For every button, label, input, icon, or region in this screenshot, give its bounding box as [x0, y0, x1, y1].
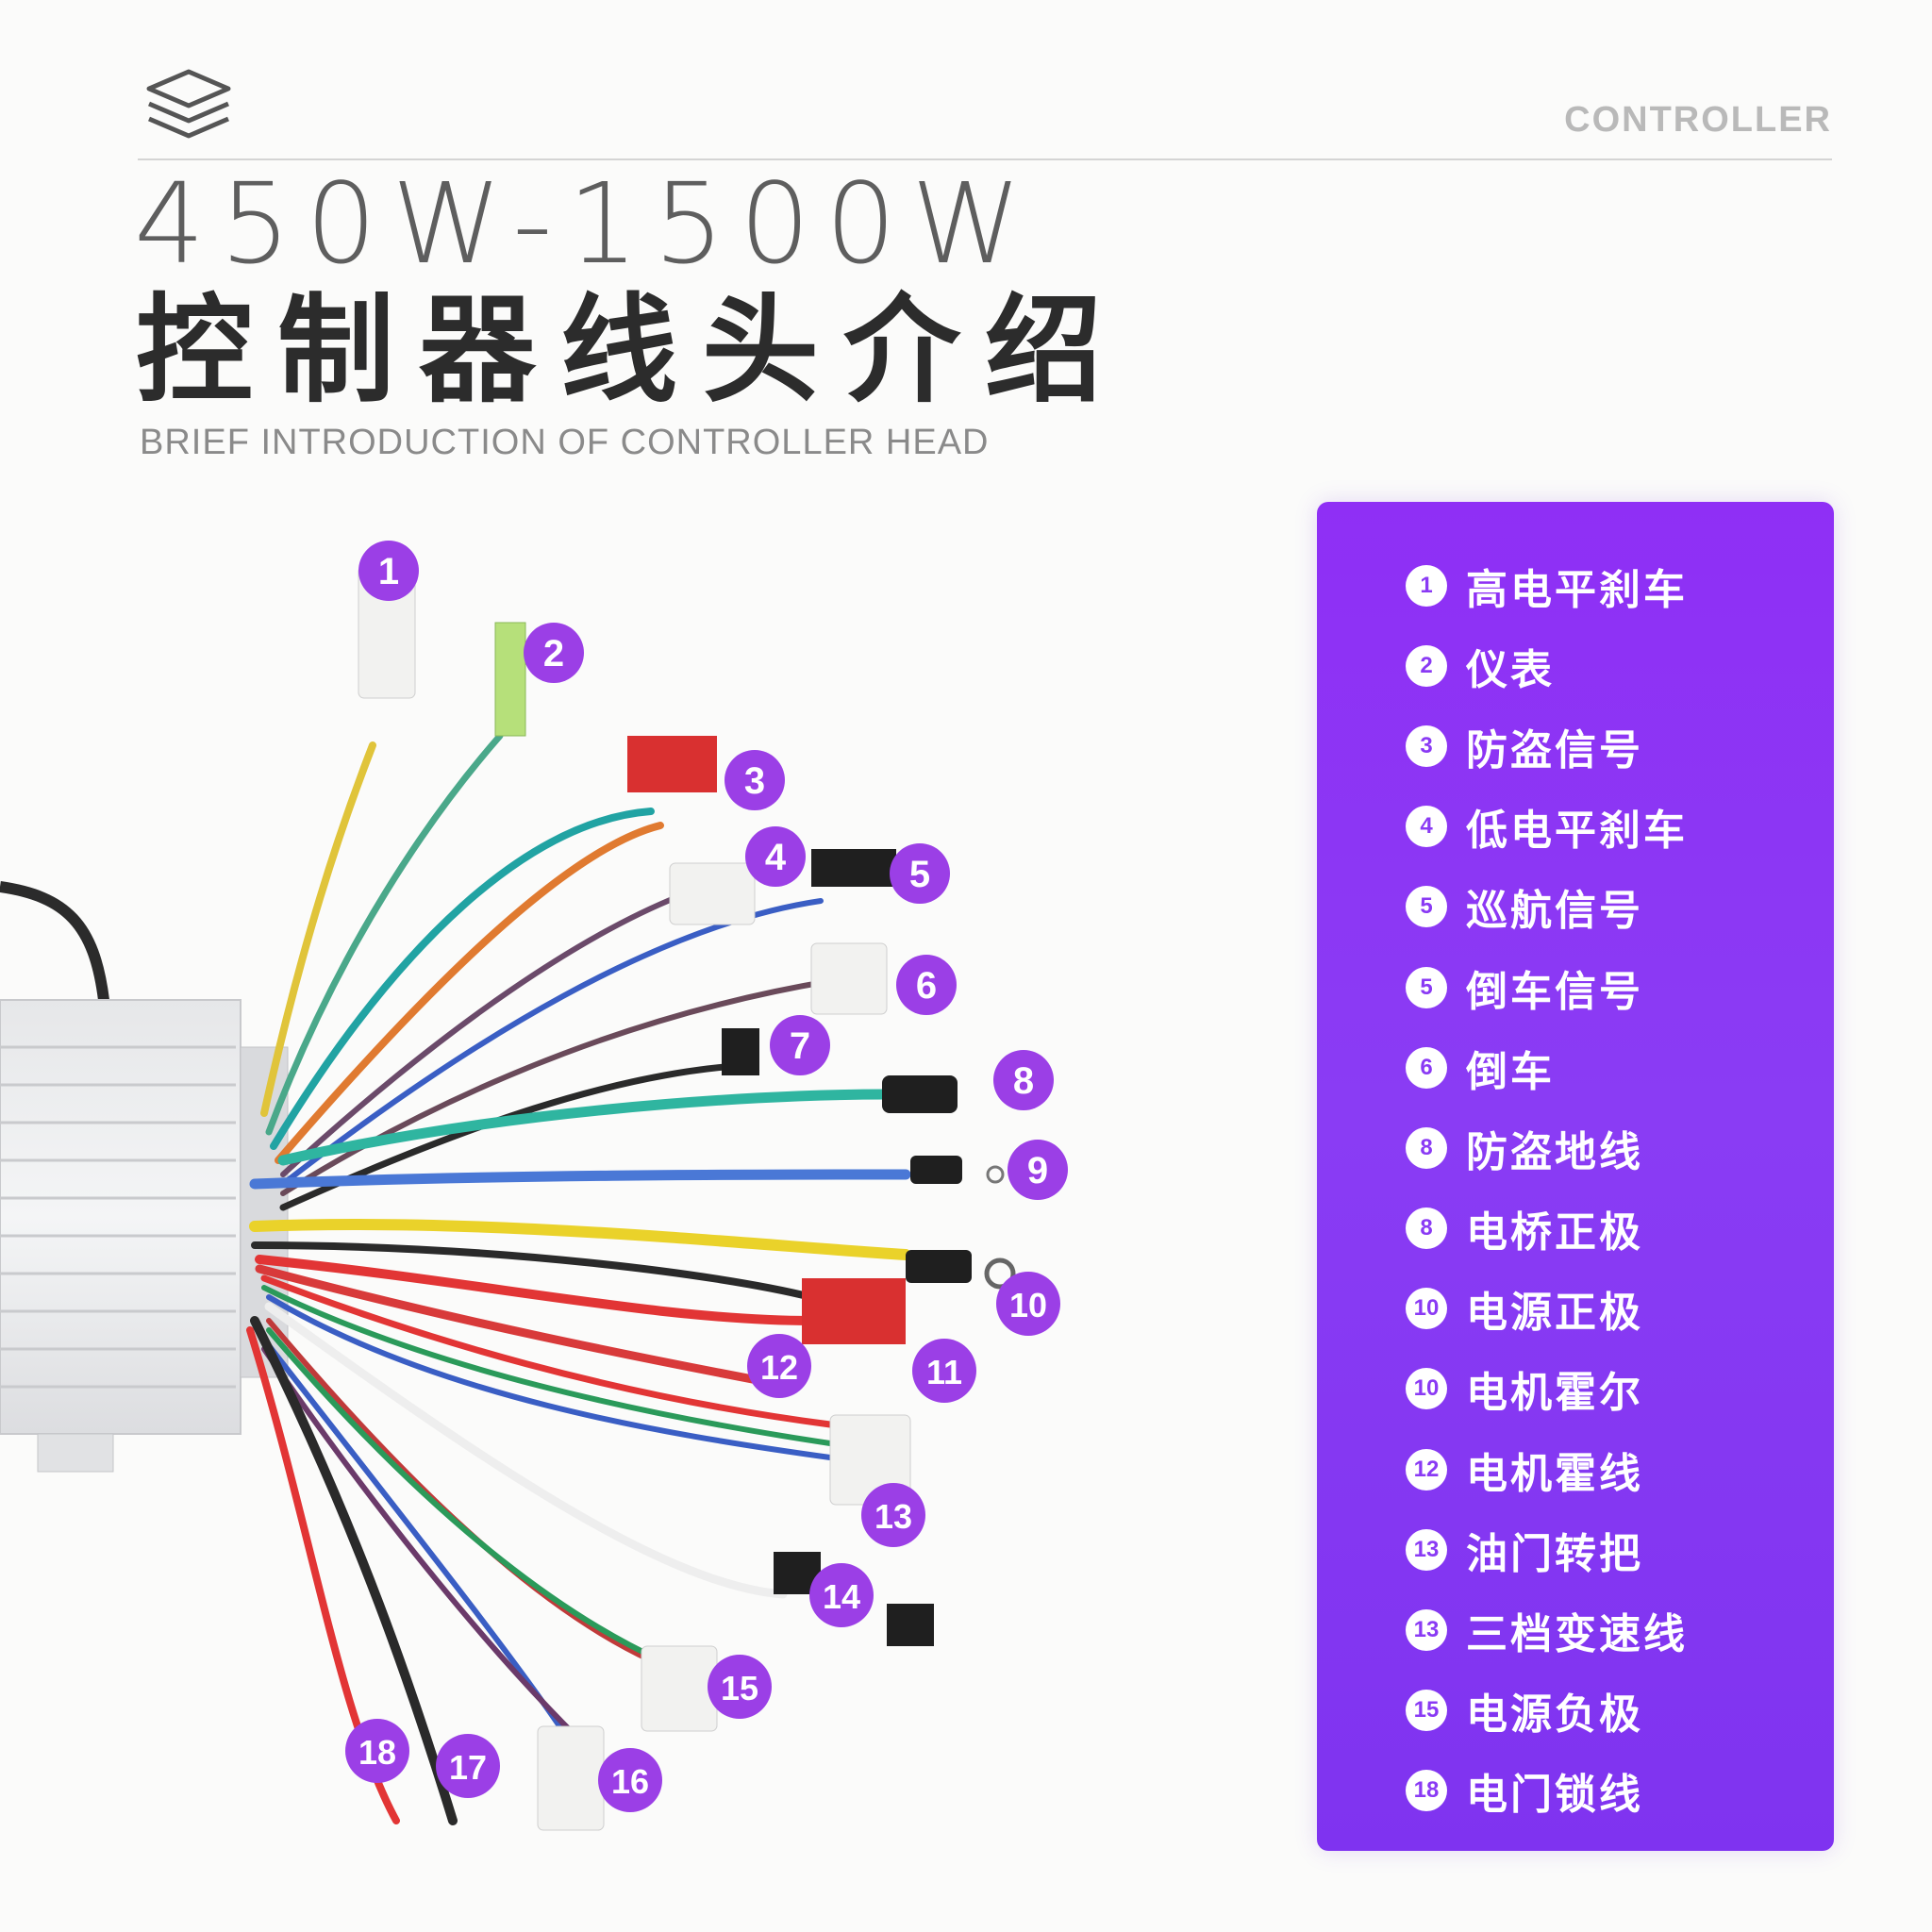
legend-item: 10 电机霍尔 — [1406, 1349, 1688, 1429]
controller-box — [0, 999, 289, 1473]
svg-text:8: 8 — [1013, 1060, 1034, 1102]
legend-item: 12 电机霍线 — [1406, 1429, 1688, 1509]
callout-10: 10 — [996, 1272, 1060, 1336]
legend-number: 15 — [1406, 1690, 1447, 1732]
legend-label: 低电平刹车 — [1466, 807, 1688, 856]
legend-number: 13 — [1406, 1609, 1447, 1652]
connectors — [358, 565, 1016, 1831]
callout-1: 1 — [358, 541, 419, 601]
svg-text:1: 1 — [378, 551, 399, 592]
svg-text:3: 3 — [744, 760, 765, 802]
callout-16: 16 — [598, 1748, 662, 1812]
svg-text:9: 9 — [1027, 1150, 1048, 1191]
callout-4: 4 — [745, 826, 806, 887]
svg-text:11: 11 — [926, 1353, 962, 1391]
legend-label: 防盗信号 — [1466, 725, 1643, 774]
legend-item: 18 电门锁线 — [1406, 1751, 1688, 1831]
legend-number: 1 — [1406, 564, 1447, 607]
power-range: 450W-1500W — [134, 158, 1037, 289]
legend-label: 防盗地线 — [1466, 1127, 1643, 1176]
legend-item: 4 低电平刹车 — [1406, 787, 1688, 867]
svg-text:7: 7 — [790, 1025, 810, 1067]
callout-5: 5 — [890, 843, 950, 904]
legend-label: 电机霍尔 — [1466, 1369, 1643, 1418]
legend-item: 2 仪表 — [1406, 625, 1688, 706]
legend-label: 三档变速线 — [1466, 1610, 1688, 1659]
legend-item: 15 电源负极 — [1406, 1671, 1688, 1751]
legend-number: 3 — [1406, 724, 1447, 767]
legend-item: 5 巡航信号 — [1406, 867, 1688, 947]
legend-number: 5 — [1406, 966, 1447, 1008]
callout-9: 9 — [1008, 1140, 1068, 1200]
legend-number: 12 — [1406, 1448, 1447, 1491]
legend-number: 10 — [1406, 1288, 1447, 1330]
legend-label: 仪表 — [1466, 645, 1555, 694]
header-divider — [138, 158, 1832, 160]
callout-7: 7 — [770, 1015, 830, 1075]
legend-label: 电机霍线 — [1466, 1449, 1643, 1498]
callout-18: 18 — [345, 1719, 409, 1783]
main-cable — [0, 881, 109, 1001]
legend-label: 电源正极 — [1466, 1289, 1643, 1338]
legend-item: 8 电桥正极 — [1406, 1189, 1688, 1269]
legend-item: 6 倒车 — [1406, 1027, 1688, 1108]
svg-text:2: 2 — [543, 633, 564, 675]
legend-number: 8 — [1406, 1126, 1447, 1169]
controller-wiring-diagram: 1 2 3 4 5 6 7 8 9 10 11 12 13 14 15 16 1… — [0, 541, 1068, 1831]
callout-3: 3 — [724, 750, 785, 810]
legend-item: 3 防盗信号 — [1406, 706, 1688, 786]
legend-label: 电门锁线 — [1466, 1771, 1643, 1820]
svg-text:15: 15 — [721, 1669, 758, 1707]
layers-icon — [146, 69, 231, 139]
callout-13: 13 — [861, 1483, 925, 1547]
brand-label: CONTROLLER — [1564, 100, 1832, 140]
svg-text:12: 12 — [760, 1348, 798, 1387]
legend-label: 巡航信号 — [1466, 887, 1643, 936]
page-subtitle: BRIEF INTRODUCTION OF CONTROLLER HEAD — [140, 423, 990, 462]
legend-number: 4 — [1406, 806, 1447, 848]
svg-text:6: 6 — [916, 965, 937, 1007]
legend-number: 8 — [1406, 1208, 1447, 1250]
legend-item: 1 高电平刹车 — [1406, 545, 1688, 625]
legend-label: 电桥正极 — [1466, 1208, 1643, 1257]
svg-text:4: 4 — [765, 837, 787, 878]
svg-text:17: 17 — [449, 1748, 487, 1787]
legend-number: 13 — [1406, 1528, 1447, 1571]
callout-8: 8 — [993, 1050, 1054, 1110]
page-title: 控制器线头介绍 — [136, 283, 1127, 419]
callout-14: 14 — [809, 1563, 874, 1627]
legend-number: 18 — [1406, 1770, 1447, 1812]
callout-12: 12 — [747, 1334, 811, 1398]
legend-number: 6 — [1406, 1046, 1447, 1089]
callout-11: 11 — [912, 1339, 976, 1403]
svg-text:18: 18 — [358, 1733, 396, 1772]
svg-text:5: 5 — [909, 854, 930, 895]
legend-label: 电源负极 — [1466, 1690, 1643, 1740]
legend-item: 13 油门转把 — [1406, 1509, 1688, 1590]
legend-number: 2 — [1406, 644, 1447, 687]
svg-text:14: 14 — [823, 1577, 860, 1616]
legend-number: 10 — [1406, 1368, 1447, 1410]
svg-text:16: 16 — [611, 1762, 649, 1801]
legend-label: 油门转把 — [1466, 1529, 1643, 1578]
legend-number: 5 — [1406, 886, 1447, 928]
legend-item: 10 电源正极 — [1406, 1269, 1688, 1349]
legend-item: 8 防盗地线 — [1406, 1108, 1688, 1188]
legend-item: 13 三档变速线 — [1406, 1590, 1688, 1670]
svg-text:10: 10 — [1009, 1286, 1047, 1324]
legend-label: 高电平刹车 — [1466, 565, 1688, 614]
legend-label: 倒车信号 — [1466, 967, 1643, 1016]
legend-label: 倒车 — [1466, 1047, 1555, 1096]
callout-6: 6 — [896, 955, 957, 1015]
wire-bundle — [246, 732, 911, 1825]
callout-15: 15 — [708, 1655, 772, 1719]
callout-2: 2 — [524, 623, 584, 683]
callout-17: 17 — [436, 1734, 500, 1798]
legend-item: 5 倒车信号 — [1406, 947, 1688, 1027]
svg-text:13: 13 — [874, 1497, 912, 1536]
